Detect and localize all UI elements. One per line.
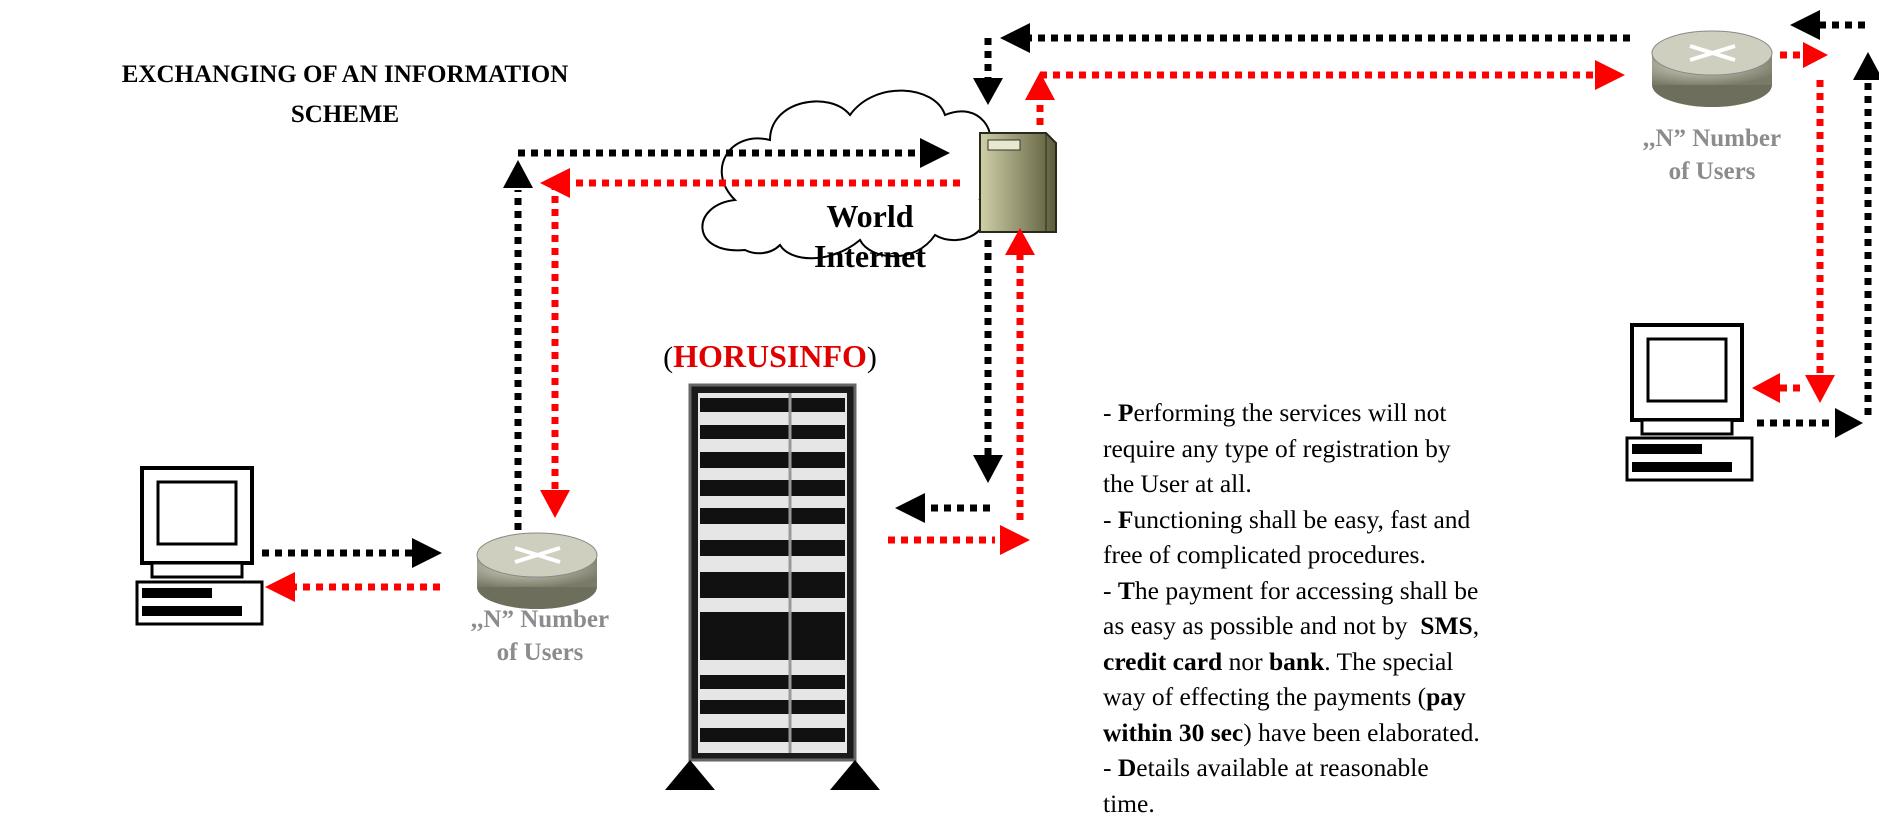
- note-3-line-3: credit card nor bank. The special: [1103, 644, 1603, 680]
- note-1-line-2: require any type of registration by: [1103, 431, 1603, 467]
- note-3-line-5: within 30 sec) have been elaborated.: [1103, 715, 1603, 751]
- cloud-label-line-2: Internet: [770, 236, 970, 276]
- rack-server-icon: [665, 385, 880, 790]
- title-line-1: EXCHANGING OF AN INFORMATION: [0, 55, 690, 95]
- horus-name-i: I: [787, 338, 799, 374]
- note-1-line-1: - Performing the services will not: [1103, 395, 1603, 431]
- cloud-label: World Internet: [770, 196, 970, 276]
- horus-name-rest2: NFO: [799, 338, 867, 374]
- note-4-line-1: - Details available at reasonable: [1103, 750, 1603, 786]
- horus-name-rest1: ORUS: [698, 338, 787, 374]
- note-3-line-4: way of effecting the payments (pay: [1103, 679, 1603, 715]
- title-line-2: SCHEME: [0, 95, 690, 135]
- notes-block: - Performing the services will not requi…: [1103, 395, 1603, 821]
- horus-name: HORUSINFO: [673, 338, 867, 374]
- computer-icon-right: [1627, 325, 1752, 480]
- note-1-line-3: the User at all.: [1103, 466, 1603, 502]
- horus-open-paren: (: [663, 341, 673, 374]
- users-label-right-line-2: of Users: [1612, 155, 1812, 188]
- arrow-right-router-to-server: [973, 23, 1630, 105]
- arrow-server-to-rack: [895, 240, 1003, 523]
- users-label-left: ,,N” Number of Users: [440, 603, 640, 669]
- note-3-line-1: - The payment for accessing shall be: [1103, 573, 1603, 609]
- arrow-right-router-to-pc: [1752, 42, 1835, 403]
- arrow-pc-to-router: [262, 538, 442, 568]
- users-label-right-line-1: ,,N” Number: [1612, 122, 1812, 155]
- cloud-label-line-1: World: [770, 196, 970, 236]
- computer-icon-left: [137, 468, 262, 624]
- note-3-line-2: as easy as possible and not by SMS,: [1103, 608, 1603, 644]
- arrow-server-to-right-router: [1025, 60, 1625, 125]
- router-icon-right: [1652, 31, 1772, 107]
- horus-close-paren: ): [867, 341, 877, 374]
- server-icon: [980, 133, 1056, 232]
- page-title: EXCHANGING OF AN INFORMATION SCHEME: [0, 55, 690, 135]
- users-label-left-line-2: of Users: [440, 636, 640, 669]
- arrow-router-to-pc: [265, 572, 440, 602]
- horus-name-h: H: [673, 338, 698, 374]
- horusinfo-label: (HORUSINFO): [640, 338, 900, 375]
- note-2-line-2: free of complicated procedures.: [1103, 537, 1603, 573]
- note-4-line-2: time.: [1103, 786, 1603, 821]
- note-2-line-1: - Functioning shall be easy, fast and: [1103, 502, 1603, 538]
- router-icon-left: [477, 533, 597, 609]
- users-label-right: ,,N” Number of Users: [1612, 122, 1812, 188]
- users-label-left-line-1: ,,N” Number: [440, 603, 640, 636]
